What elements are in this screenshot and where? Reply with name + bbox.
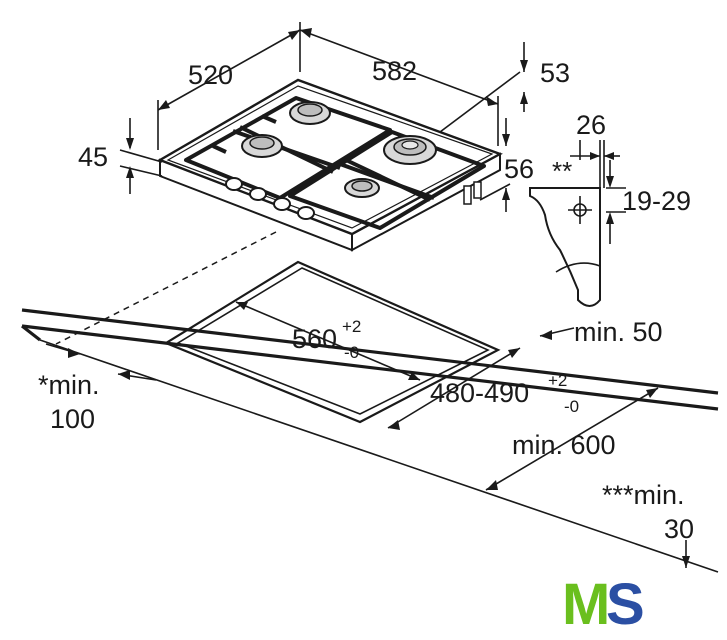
cutout-depth-label: 480-490 +2 -0 (430, 371, 579, 416)
dim-56: 56 (504, 154, 534, 184)
double-star-note: ** (552, 156, 572, 186)
dim-45: 45 (78, 142, 108, 172)
dim-26: 26 (576, 110, 606, 140)
logo-letter-s: S (606, 572, 645, 637)
burner-front-right (344, 178, 380, 198)
dim-min-100-line1: *min. (38, 370, 100, 400)
dim-480-490-tol-plus: +2 (548, 371, 567, 390)
dim-560: 560 (292, 324, 337, 354)
bracket-detail (529, 140, 626, 307)
dim-worktop-thickness: 19-29 (622, 186, 691, 216)
dim-560-tol-plus: +2 (342, 317, 361, 336)
burner-front-left (241, 134, 283, 158)
dim-520: 520 (188, 60, 233, 90)
burner-rear-left (289, 101, 331, 125)
guide-line (55, 231, 277, 345)
dim-480-490-tol-minus: -0 (564, 397, 579, 416)
dim-582: 582 (372, 56, 417, 86)
dim-min-30-line2: 30 (664, 514, 694, 544)
worktop (21, 308, 719, 573)
dim-min-100-line2: 100 (50, 404, 95, 434)
control-knobs (225, 177, 315, 220)
dim-480-490: 480-490 (430, 378, 529, 408)
dim-min-600: min. 600 (512, 430, 616, 460)
cutout-width-label: 560 +2 -0 (292, 317, 361, 362)
arrowheads (68, 28, 690, 568)
cutout-opening (163, 260, 501, 424)
hob (157, 78, 503, 252)
brand-logo: M S (562, 572, 645, 637)
logo-letter-m: M (562, 572, 610, 637)
dim-53: 53 (540, 58, 570, 88)
dim-560-tol-minus: -0 (344, 343, 359, 362)
grate-right (288, 130, 486, 230)
burner-rear-right (383, 135, 437, 165)
dim-min-30-line1: ***min. (602, 480, 685, 510)
dim-min-50: min. 50 (574, 317, 663, 347)
